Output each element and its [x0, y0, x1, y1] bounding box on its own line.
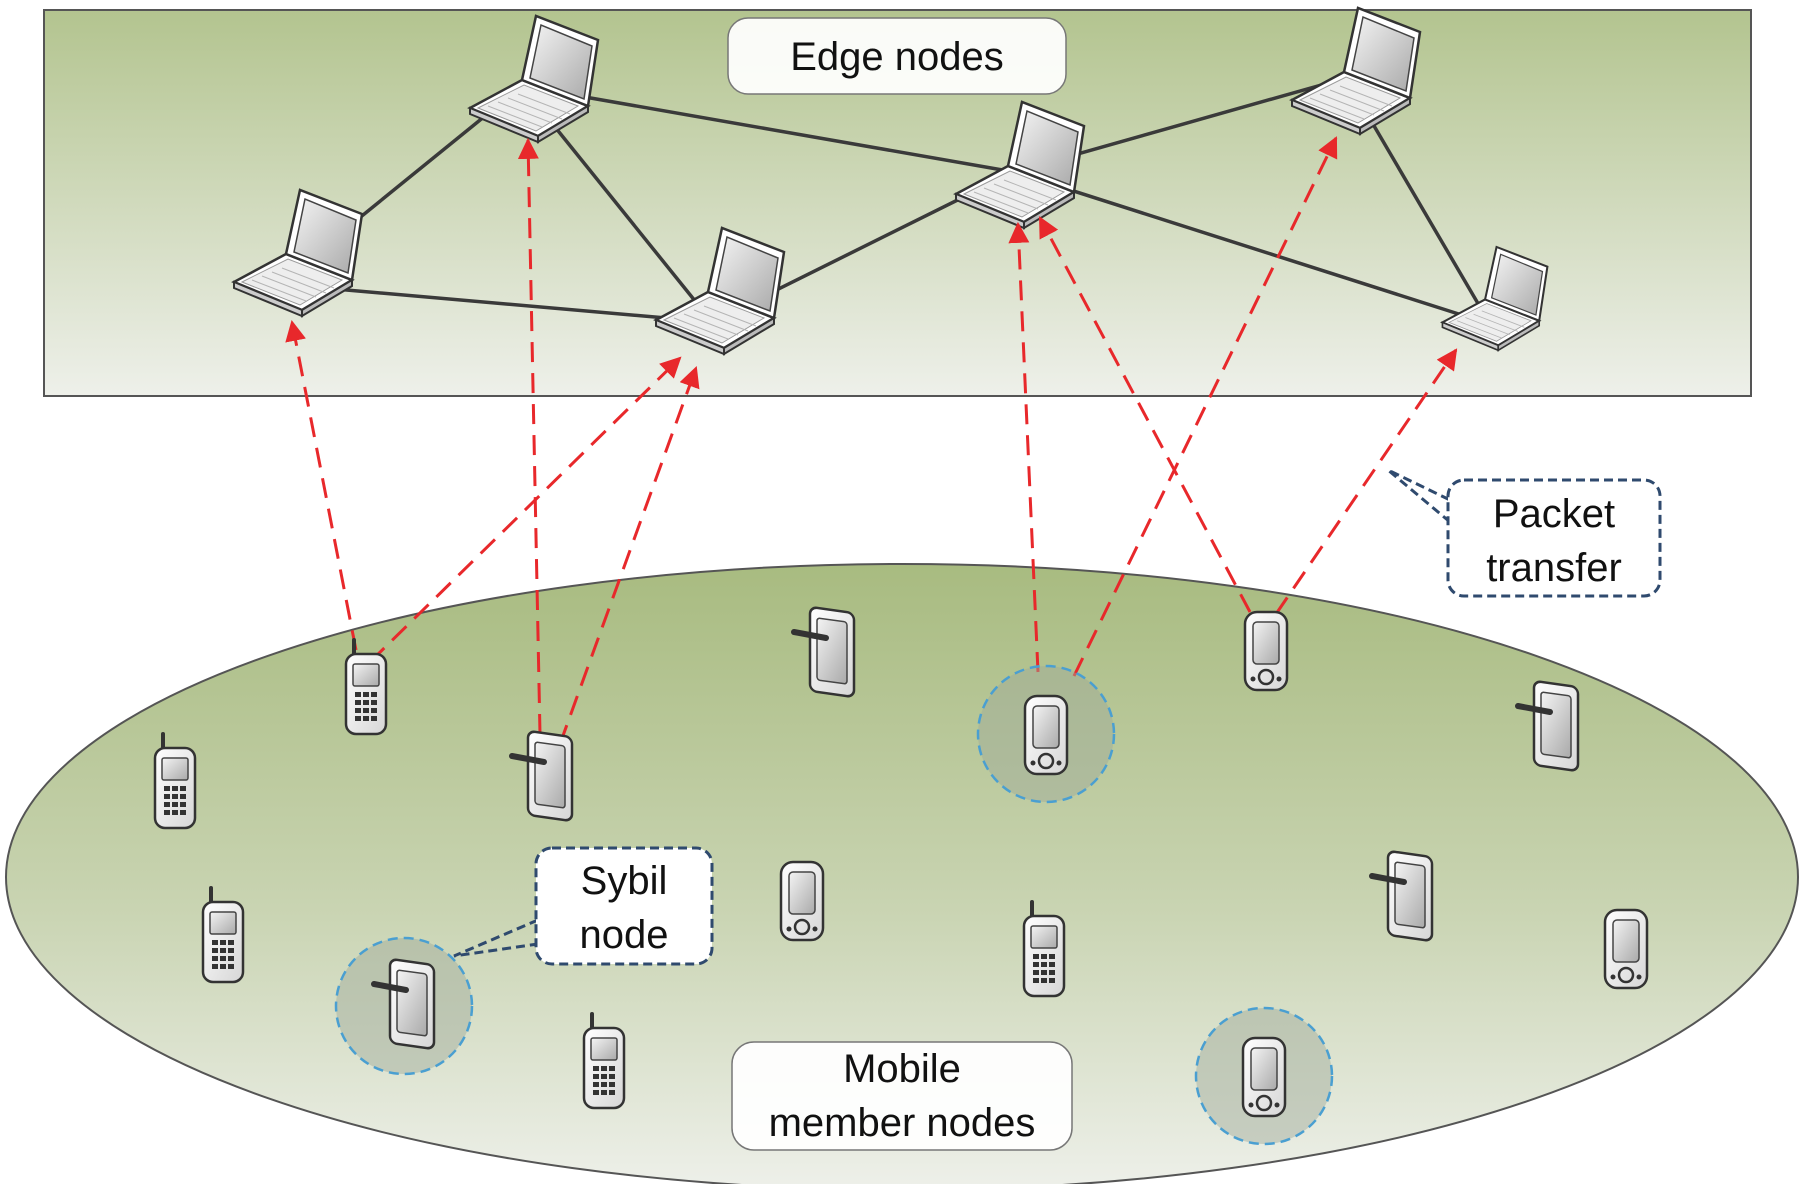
- packet-transfer-line-1: Packet: [1493, 492, 1615, 536]
- edge-nodes-label: Edge nodes: [727, 17, 1067, 95]
- mobile-member-area: [5, 563, 1799, 1184]
- feature-phone-icon: [344, 638, 388, 736]
- edge-nodes-text: Edge nodes: [790, 35, 1004, 79]
- mobile-member-nodes-line-1: Mobile: [843, 1047, 961, 1091]
- pda-icon: [779, 860, 825, 942]
- packet-transfer-callout: Packet transfer: [1387, 468, 1662, 598]
- sybil-node-callout: Sybil node: [453, 846, 714, 966]
- feature-phone-icon: [582, 1012, 626, 1110]
- feature-phone-icon: [1022, 900, 1066, 998]
- pda-icon: [1023, 694, 1069, 776]
- mobile-member-nodes-line-2: member nodes: [769, 1101, 1036, 1145]
- sybil-node-line-2: node: [580, 913, 669, 957]
- pda-icon: [1603, 908, 1649, 990]
- feature-phone-icon: [201, 886, 245, 984]
- packet-transfer-line-2: transfer: [1486, 546, 1622, 590]
- pda-icon: [1241, 1036, 1287, 1118]
- feature-phone-icon: [153, 732, 197, 830]
- mobile-member-nodes-label: Mobile member nodes: [731, 1041, 1073, 1151]
- packet-transfer-arrows: [285, 136, 1458, 745]
- sybil-node-line-1: Sybil: [581, 859, 668, 903]
- pda-icon: [1243, 610, 1289, 692]
